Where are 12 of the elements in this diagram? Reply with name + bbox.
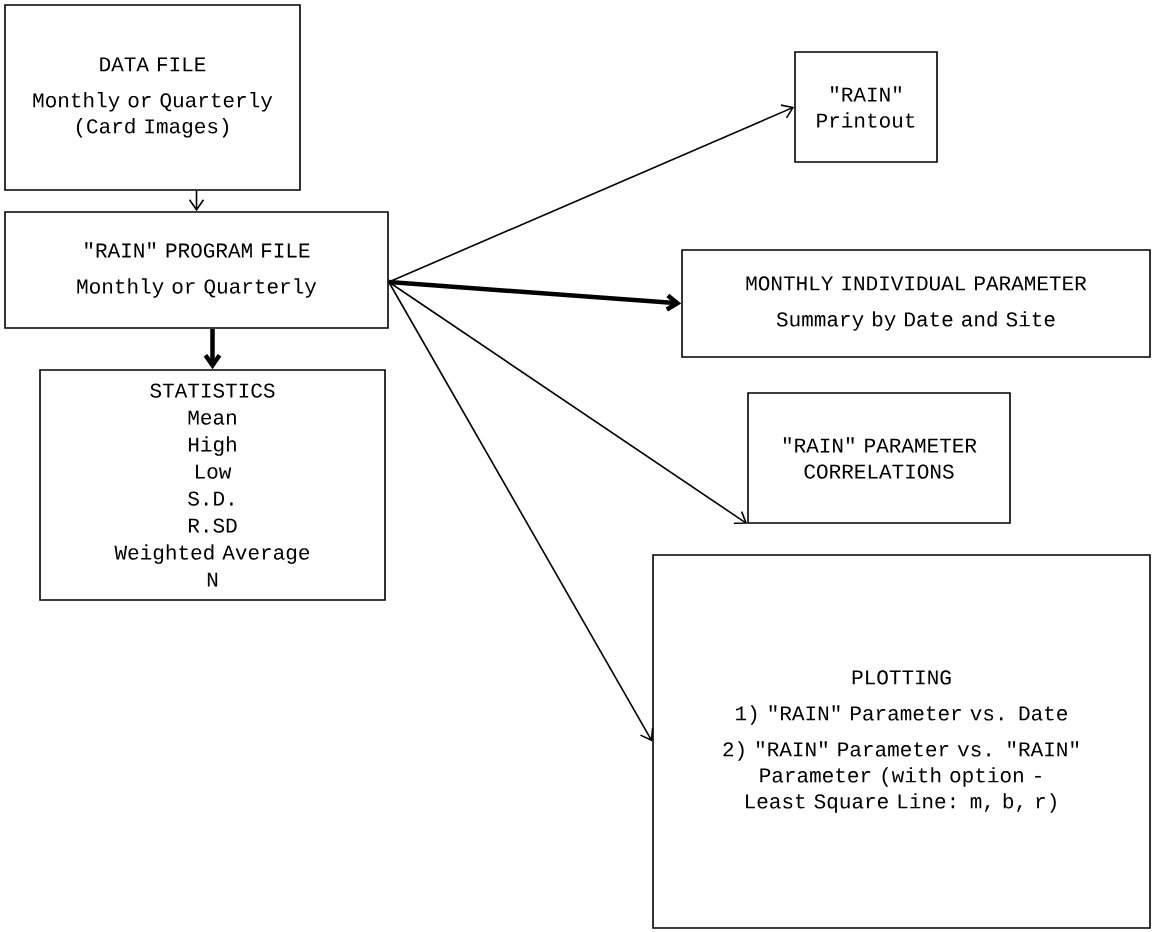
arrow [388, 281, 654, 742]
arrow [388, 281, 748, 525]
process-box: DATA FILE Monthly or Quarterly (Card Images) [4, 4, 301, 191]
process-box: PLOTTING 1) "RAIN" Parameter vs. Date 2) "RAIN" Parameter vs. "RAIN" Parameter (with option - Least Square Line: m, b, r) [652, 554, 1151, 929]
process-box: "RAIN" PARAMETER CORRELATIONS [747, 392, 1011, 524]
arrow [188, 190, 205, 212]
process-box: MONTHLY INDIVIDUAL PARAMETER Summary by Date and Site [681, 249, 1151, 358]
process-box: STATISTICS Mean High Low S.D. R.SD Weighted Average N [39, 369, 386, 601]
arrow [388, 279, 682, 312]
process-box: "RAIN" Printout [794, 51, 938, 163]
process-box: "RAIN" PROGRAM FILE Monthly or Quarterly [4, 211, 389, 329]
arrow [203, 328, 222, 370]
